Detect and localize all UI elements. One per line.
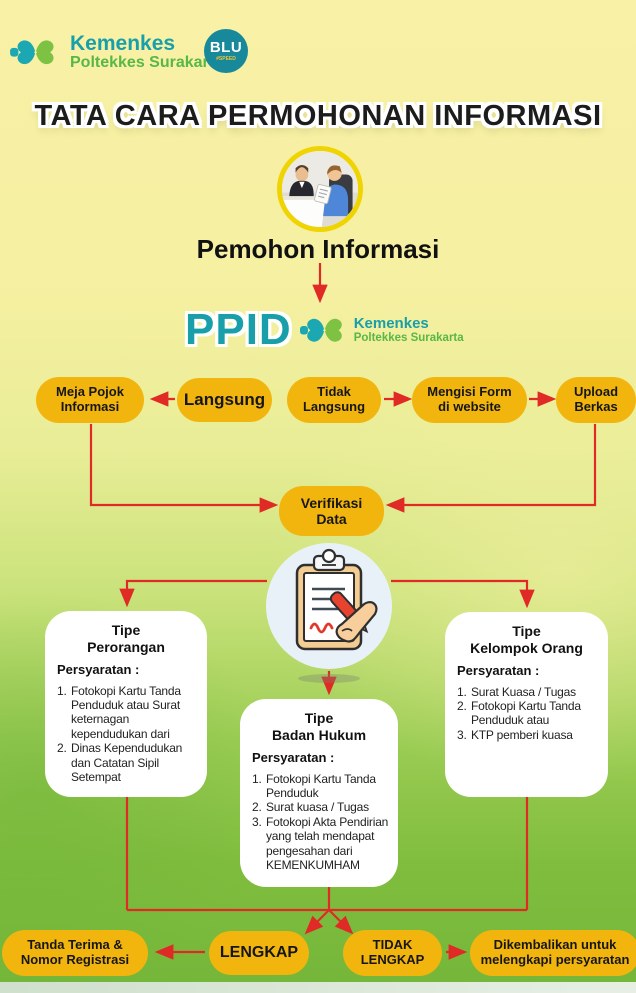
ppid-logo-sub: Poltekkes Surakarta [353, 331, 464, 344]
requirements-list: Fotokopi Kartu Tanda Penduduk atau Surat… [57, 684, 199, 785]
type-title: Tipe Badan Hukum [271, 710, 367, 743]
requirements-label: Persyaratan : [57, 661, 140, 677]
blu-logo-label: BLU [209, 39, 243, 56]
pill-upload-berkas: Upload Berkas [556, 377, 636, 423]
bottom-strip [0, 982, 636, 993]
requirements-list: Surat Kuasa / Tugas Fotokopi Kartu Tanda… [457, 685, 600, 743]
requirement-item: Surat kuasa / Tugas [252, 800, 369, 815]
pill-mengisi-form: Mengisi Form di website [412, 377, 527, 423]
type-title: Tipe Perorangan [87, 622, 165, 655]
applicant-label: Pemohon Informasi [196, 234, 440, 264]
requirement-item: Fotokopi Kartu Tanda Penduduk atau Surat… [57, 683, 181, 741]
pill-tidak-lengkap: TIDAK LENGKAP [343, 930, 442, 976]
type-box-perorangan: Tipe Perorangan Persyaratan : Fotokopi K… [45, 611, 207, 797]
pill-dikembalikan: Dikembalikan untuk melengkapi persyarata… [470, 930, 636, 976]
applicant-photo [277, 146, 363, 232]
type-title: Tipe Kelompok Orang [470, 623, 583, 656]
kemenkes-logo-icon [299, 318, 342, 342]
requirements-label: Persyaratan : [457, 662, 540, 678]
pill-lengkap: LENGKAP [209, 931, 309, 975]
ppid-header: PPID Kemenkes Poltekkes Surakarta [185, 305, 464, 355]
pill-verifikasi-data: Verifikasi Data [279, 486, 384, 536]
poster-title: TATA CARA PERMOHONAN INFORMASI [34, 100, 602, 132]
clipboard-signature-icon [295, 548, 378, 651]
kemenkes-logo-sub: Poltekkes Surakarta [70, 53, 223, 71]
clipboard-shadow [298, 674, 360, 683]
type-box-badan-hukum: Tipe Badan Hukum Persyaratan : Fotokopi … [240, 699, 398, 887]
ppid-logo-name: Kemenkes [353, 315, 429, 333]
pill-meja-pojok-informasi: Meja Pojok Informasi [36, 377, 144, 423]
ppid-label: PPID [185, 305, 292, 354]
meeting-illustration [282, 151, 358, 227]
requirement-item: Fotokopi Kartu Tanda Penduduk atau [457, 698, 581, 728]
pill-tidak-langsung: Tidak Langsung [287, 377, 381, 423]
requirement-item: Surat Kuasa / Tugas [457, 684, 576, 700]
type-box-kelompok-orang: Tipe Kelompok Orang Persyaratan : Surat … [445, 612, 608, 797]
requirements-label: Persyaratan : [252, 749, 335, 765]
requirement-item: KTP pemberi kuasa [457, 727, 573, 743]
kemenkes-logo-name: Kemenkes [70, 32, 176, 56]
pill-tanda-terima: Tanda Terima & Nomor Registrasi [2, 930, 148, 976]
clipboard-badge [266, 543, 392, 669]
header-logo: Kemenkes Poltekkes Surakarta [8, 26, 223, 78]
requirement-item: Fotokopi Kartu Tanda Penduduk [252, 771, 376, 800]
kemenkes-logo-icon [10, 40, 54, 65]
requirements-list: Fotokopi Kartu Tanda Penduduk Surat kuas… [252, 772, 390, 873]
pill-langsung: Langsung [177, 378, 272, 422]
requirement-item: Dinas Kependudukan dan Catatan Sipil Set… [57, 741, 183, 784]
blu-logo-sub: #SPEED [216, 56, 236, 62]
blu-logo: BLU #SPEED [204, 29, 248, 73]
requirement-item: Fotokopi Akta Pendirian yang telah menda… [252, 814, 389, 872]
